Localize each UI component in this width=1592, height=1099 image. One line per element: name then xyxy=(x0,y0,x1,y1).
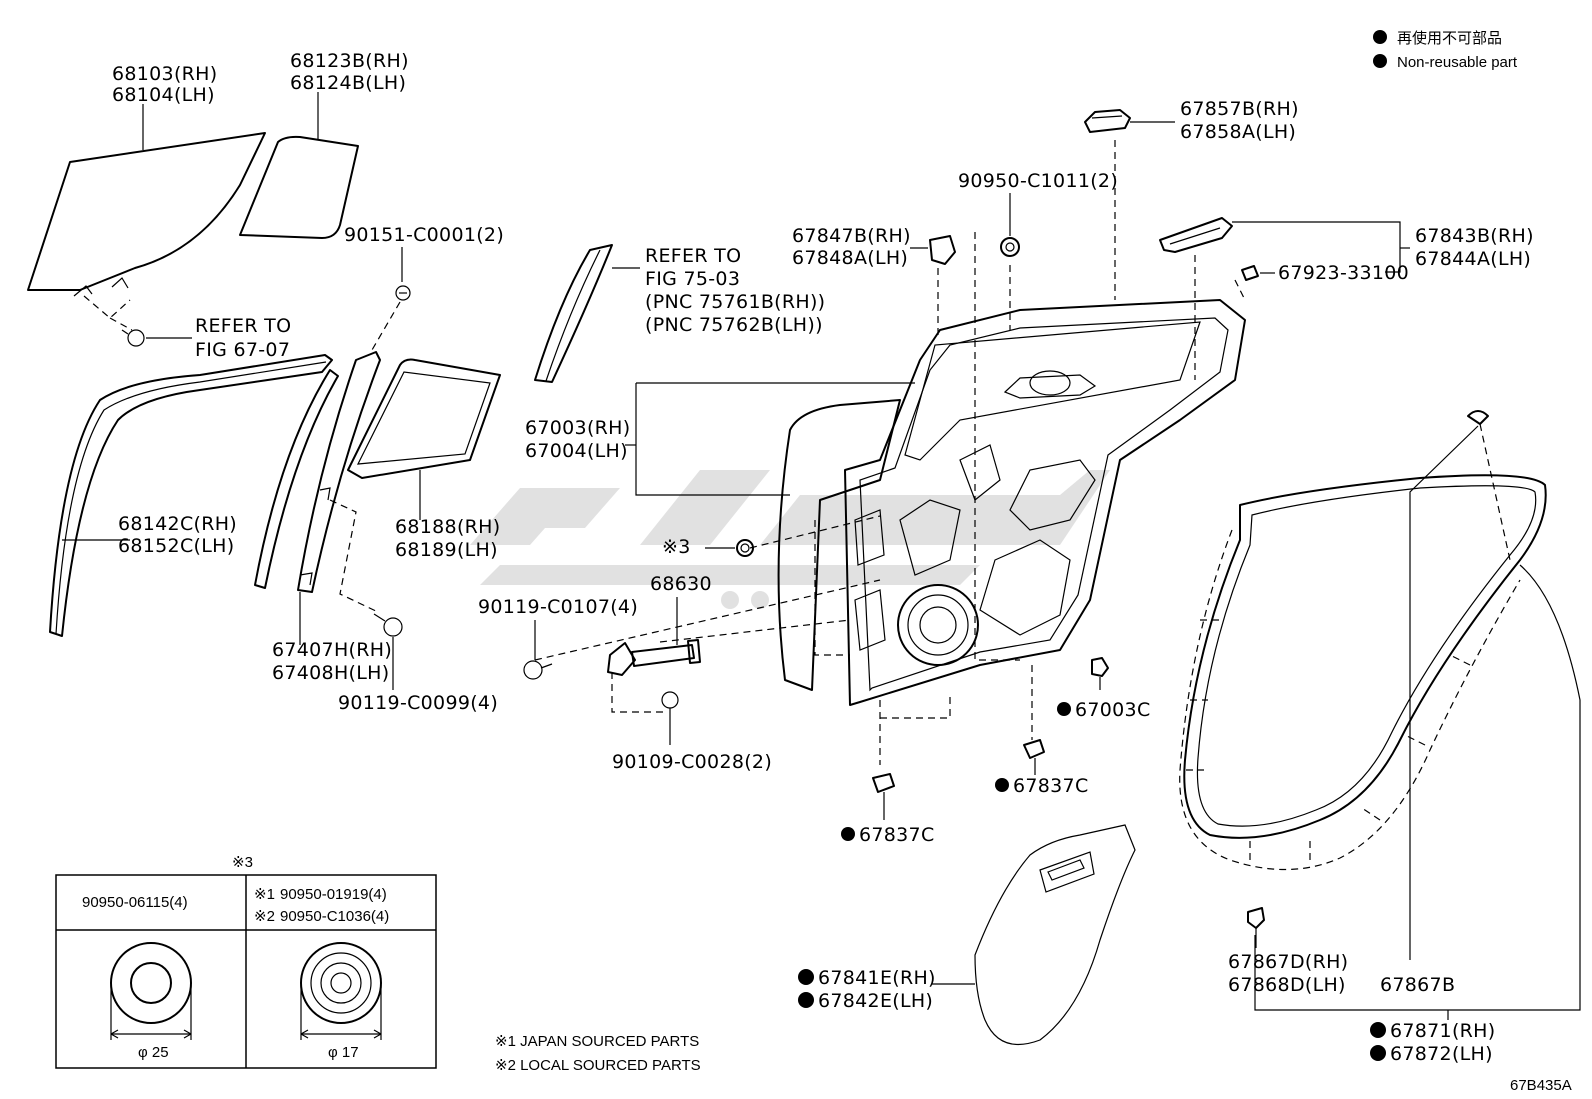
legend-dot-icon xyxy=(1373,54,1387,68)
label-67407h-rh: 67407H(RH) xyxy=(272,639,392,661)
clip-icon xyxy=(1023,739,1045,759)
label-68630: 68630 xyxy=(650,573,712,595)
label-67868d-lh: 67868D(LH) xyxy=(1228,974,1346,996)
outside-handle-frame xyxy=(1084,109,1175,133)
non-reusable-dot-icon xyxy=(1370,1045,1386,1061)
label-67923: 67923-33100 xyxy=(1278,262,1409,284)
label-67844a-lh: 67844A(LH) xyxy=(1415,248,1531,270)
bolt-icon xyxy=(121,329,145,347)
label-67003c: 67003C xyxy=(1075,699,1151,721)
label-fig-75-03: FIG 75-03 xyxy=(645,268,740,290)
label-67842e-lh: 67842E(LH) xyxy=(818,990,933,1012)
clip-icon xyxy=(1467,410,1489,425)
figure-code: 67B435A xyxy=(1510,1077,1572,1094)
table-dim1: φ 25 xyxy=(138,1044,169,1061)
label-68189-lh: 68189(LH) xyxy=(395,539,498,561)
non-reusable-dot-icon xyxy=(841,827,855,841)
label-68123b-rh: 68123B(RH) xyxy=(290,50,409,72)
label-68104-lh: 68104(LH) xyxy=(112,84,215,106)
label-67872-lh: 67872(LH) xyxy=(1390,1043,1493,1065)
grommet-icon xyxy=(736,539,754,557)
bracket-clip-icon xyxy=(929,235,956,265)
non-reusable-dot-icon xyxy=(798,992,814,1008)
label-90950-c1011: 90950-C1011(2) xyxy=(958,170,1118,192)
door-check xyxy=(607,639,701,676)
label-68188-rh: 68188(RH) xyxy=(395,516,500,538)
label-67867d-rh: 67867D(RH) xyxy=(1228,951,1348,973)
grommet-17-icon xyxy=(300,942,382,1040)
label-68142c-rh: 68142C(RH) xyxy=(118,513,237,535)
label-68124b-lh: 68124B(LH) xyxy=(290,72,406,94)
table-col2-mark2: ※2 xyxy=(254,908,275,925)
label-pnc-rh: (PNC 75761B(RH)) xyxy=(645,291,825,313)
label-67867b: 67867B xyxy=(1380,974,1455,996)
label-67003-rh: 67003(RH) xyxy=(525,417,630,439)
table-dim2: φ 17 xyxy=(328,1044,359,1061)
rear-door-glass xyxy=(27,104,266,347)
label-67858a-lh: 67858A(LH) xyxy=(1180,121,1296,143)
bolt-icon xyxy=(523,660,553,680)
label-68152c-lh: 68152C(LH) xyxy=(118,535,234,557)
legend-jp: 再使用不可部品 xyxy=(1397,30,1502,47)
label-90119-c0107: 90119-C0107(4) xyxy=(478,596,638,618)
clip-icon xyxy=(872,773,895,793)
belt-moulding-bracket xyxy=(1159,217,1233,253)
division-bar xyxy=(254,351,381,645)
service-hole-cover xyxy=(974,824,1136,1046)
label-67841e-rh: 67841E(RH) xyxy=(818,967,936,989)
screw-icon xyxy=(395,285,411,301)
grommet-icon xyxy=(1000,237,1020,257)
label-90119-c0099: 90119-C0099(4) xyxy=(338,692,498,714)
label-67837c-b: 67837C xyxy=(859,824,935,846)
glass-run-channel xyxy=(49,354,333,637)
label-67857b-rh: 67857B(RH) xyxy=(1180,98,1299,120)
label-67848a-lh: 67848A(LH) xyxy=(792,247,908,269)
non-reusable-dot-icon xyxy=(995,778,1009,792)
grommet-table: ※3 90950-06115(4) ※1 90950-01919(4) ※2 9… xyxy=(55,854,437,1069)
non-reusable-dot-icon xyxy=(1057,702,1071,716)
table-col1-part: 90950-06115(4) xyxy=(82,894,188,911)
table-col2-part1: 90950-01919(4) xyxy=(280,886,387,903)
table-col2-mark1: ※1 xyxy=(254,886,275,903)
table-title: ※3 xyxy=(232,854,253,871)
label-67843b-rh: 67843B(RH) xyxy=(1415,225,1534,247)
grommet-25-icon xyxy=(110,942,192,1040)
label-68103-rh: 68103(RH) xyxy=(112,63,217,85)
note-japan-sourced: ※1 JAPAN SOURCED PARTS xyxy=(495,1033,699,1050)
hole-plug-icon xyxy=(1091,657,1109,677)
quarter-glass xyxy=(239,92,359,239)
door-weatherstrip xyxy=(1179,474,1547,871)
quarter-window-frame xyxy=(347,358,501,520)
non-reusable-dot-icon xyxy=(1370,1022,1386,1038)
clip-icon xyxy=(1247,907,1265,929)
non-reusable-dot-icon xyxy=(798,969,814,985)
label-67847b-rh: 67847B(RH) xyxy=(792,225,911,247)
legend-en: Non-reusable part xyxy=(1397,54,1518,71)
legend: 再使用不可部品 Non-reusable part xyxy=(1373,30,1518,71)
label-fig-67-07: FIG 67-07 xyxy=(195,339,290,361)
table-col2-part2: 90950-C1036(4) xyxy=(280,908,389,925)
bolt-icon xyxy=(661,691,679,720)
label-refer-to-2: REFER TO xyxy=(645,245,741,267)
label-67837c-a: 67837C xyxy=(1013,775,1089,797)
door-frame-moulding xyxy=(534,244,640,383)
bolt-icon xyxy=(373,613,403,637)
watermark-logo xyxy=(470,470,1110,609)
label-90151: 90151-C0001(2) xyxy=(344,224,504,246)
rear-door-panel xyxy=(625,299,1246,706)
note-local-sourced: ※2 LOCAL SOURCED PARTS xyxy=(495,1057,701,1074)
label-67871-rh: 67871(RH) xyxy=(1390,1020,1495,1042)
label-pnc-lh: (PNC 75762B(LH)) xyxy=(645,314,823,336)
label-90109-c0028: 90109-C0028(2) xyxy=(612,751,772,773)
label-note3: ※3 xyxy=(662,536,691,558)
label-67004-lh: 67004(LH) xyxy=(525,440,628,462)
label-67408h-lh: 67408H(LH) xyxy=(272,662,389,684)
label-refer-to-1: REFER TO xyxy=(195,315,291,337)
clip-icon xyxy=(1241,265,1259,281)
legend-dot-icon xyxy=(1373,30,1387,44)
